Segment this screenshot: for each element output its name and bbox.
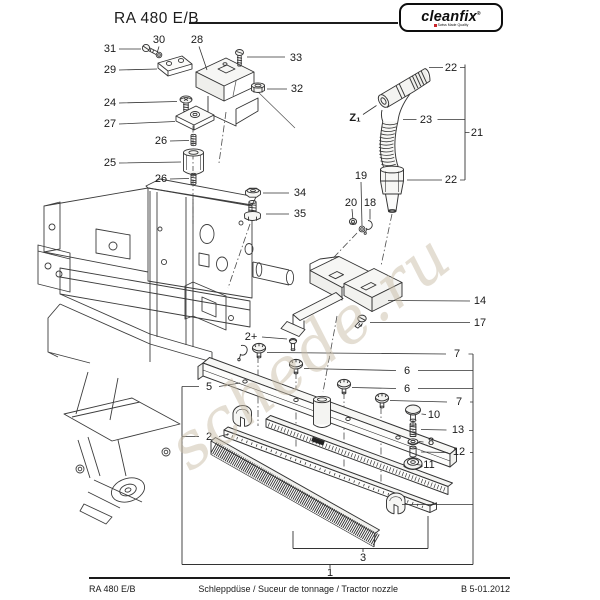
footer: RA 480 E/B Schleppdüse / Suceur de tonna… bbox=[89, 584, 510, 594]
hose-assembly bbox=[377, 68, 431, 213]
part-label-27: 27 bbox=[104, 118, 116, 130]
nut-20 bbox=[348, 218, 358, 225]
part-label-8: 8 bbox=[428, 436, 434, 448]
washer-8 bbox=[407, 438, 419, 446]
hook-18 bbox=[363, 220, 373, 235]
page-title: RA 480 E/B bbox=[114, 10, 200, 27]
mount-assembly bbox=[141, 43, 265, 221]
fastener-cluster bbox=[348, 218, 373, 235]
part-label-6: 6 bbox=[404, 383, 410, 395]
part-label-25: 25 bbox=[104, 157, 116, 169]
title-underline bbox=[189, 22, 398, 24]
part-label-33: 33 bbox=[290, 52, 302, 64]
knob-10 bbox=[405, 404, 421, 422]
part-label-35: 35 bbox=[294, 208, 306, 220]
nozzle-assembly bbox=[197, 342, 457, 548]
clamp-clip-left bbox=[232, 405, 252, 427]
part-label-24: 24 bbox=[104, 97, 116, 109]
brush-strip bbox=[210, 437, 380, 548]
pin-26-lower bbox=[190, 172, 197, 186]
part-label-29: 29 bbox=[104, 64, 116, 76]
part-label-11: 11 bbox=[423, 459, 434, 471]
cleanfix-logo: cleanfix® Swiss Made Quality bbox=[399, 3, 503, 32]
logo-red-square-icon bbox=[433, 23, 437, 27]
part-label-26: 26 bbox=[155, 135, 167, 147]
nut-34 bbox=[245, 187, 261, 198]
star-knob-6a bbox=[288, 358, 304, 375]
socket-tube bbox=[313, 395, 331, 428]
part-label-7: 7 bbox=[456, 396, 462, 408]
plate-29 bbox=[157, 55, 193, 77]
part-label-6: 6 bbox=[404, 365, 410, 377]
part-label-3: 3 bbox=[360, 552, 366, 564]
part-label-1: 1 bbox=[327, 567, 333, 579]
plate-27 bbox=[175, 105, 215, 131]
part-label-20: 20 bbox=[345, 197, 357, 209]
part-label-13: 13 bbox=[452, 424, 464, 436]
sleeve-12 bbox=[409, 445, 417, 458]
nut-32 bbox=[251, 82, 265, 93]
logo-wordmark: cleanfix® bbox=[421, 8, 481, 25]
part-label-7: 7 bbox=[454, 348, 460, 360]
scale-strip bbox=[265, 415, 453, 495]
star-knob-7b bbox=[374, 392, 390, 409]
part-label-18: 18 bbox=[364, 197, 376, 209]
leader-lines bbox=[118, 46, 473, 505]
part-label-30: 30 bbox=[153, 34, 165, 46]
bolt-13 bbox=[409, 422, 417, 437]
part-label-34: 34 bbox=[294, 187, 306, 199]
clip-hook bbox=[237, 344, 248, 362]
footer-model: RA 480 E/B bbox=[89, 584, 136, 594]
part-label-2: 2 bbox=[206, 431, 212, 443]
footer-doc-code: B 5-01.2012 bbox=[460, 584, 510, 594]
wheel-parts-column bbox=[403, 404, 423, 470]
part-label-5: 5 bbox=[206, 381, 212, 393]
hose-connector-z1 bbox=[377, 68, 431, 108]
buffer-25 bbox=[183, 148, 204, 175]
part-label-26: 26 bbox=[155, 173, 167, 185]
footer-description: Schleppdüse / Suceur de tonnage / Tracto… bbox=[198, 584, 399, 594]
star-knob-6b bbox=[336, 378, 352, 395]
part-label-Z₁: Z₁ bbox=[349, 112, 361, 124]
screw-33 bbox=[235, 49, 244, 67]
washer-19 bbox=[358, 225, 366, 233]
part-label-17: 17 bbox=[474, 317, 486, 329]
stud-2plus bbox=[288, 337, 298, 352]
part-label-22: 22 bbox=[445, 62, 457, 74]
pin-26-upper bbox=[190, 133, 197, 147]
part-label-22: 22 bbox=[445, 174, 457, 186]
screw-17 bbox=[354, 314, 367, 329]
hose-cuff-22 bbox=[380, 165, 404, 213]
logo-tagline: Swiss Made Quality bbox=[433, 23, 468, 27]
roller-11 bbox=[403, 457, 423, 470]
part-label-21: 21 bbox=[471, 127, 483, 139]
part-label-28: 28 bbox=[191, 34, 203, 46]
clamp-clip-right bbox=[386, 492, 406, 515]
registered-mark: ® bbox=[476, 10, 481, 17]
hose-23 bbox=[378, 93, 411, 170]
machine-frame-drawing bbox=[37, 178, 295, 525]
clamp-strip bbox=[223, 426, 437, 513]
bolt-35 bbox=[244, 200, 261, 221]
bracket-14-assembly bbox=[237, 256, 403, 362]
part-label-12: 12 bbox=[453, 446, 465, 458]
part-label-19: 19 bbox=[355, 170, 367, 182]
part-label-23: 23 bbox=[420, 114, 432, 126]
part-label-14: 14 bbox=[474, 295, 486, 307]
part-label-31: 31 bbox=[104, 43, 116, 55]
nut-30 bbox=[155, 51, 163, 59]
group-bracket-lines bbox=[181, 64, 474, 568]
star-knob-7a bbox=[251, 342, 267, 359]
part-label-32: 32 bbox=[291, 83, 303, 95]
part-label-10: 10 bbox=[428, 409, 440, 421]
part-label-2+: 2+ bbox=[245, 331, 258, 343]
footer-rule bbox=[89, 577, 510, 579]
